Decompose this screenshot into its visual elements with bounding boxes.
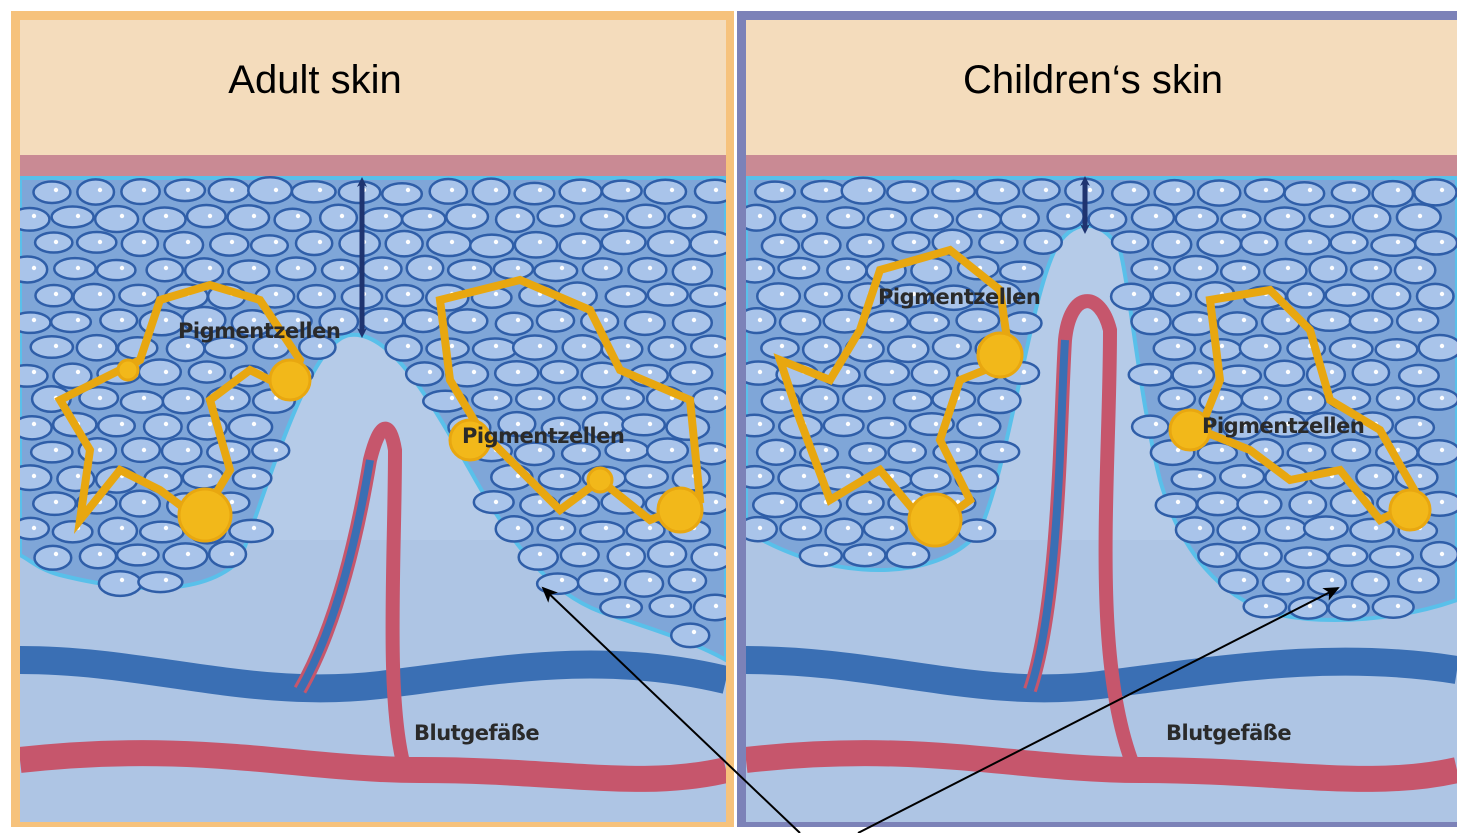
- children-pigment-label-1: Pigmentzellen: [878, 285, 1040, 309]
- adult-title: Adult skin: [228, 58, 401, 102]
- adult-pigment-label-1: Pigmentzellen: [178, 319, 340, 343]
- children-skin-panel: Pigmentzellen Pigmentzellen Blutgefäße C…: [735, 11, 1457, 827]
- adult-pigment-label-2: Pigmentzellen: [462, 424, 624, 448]
- children-vessel-label: Blutgefäße: [1166, 721, 1291, 745]
- adult-vessel-label: Blutgefäße: [414, 721, 539, 745]
- children-pigment-label-2: Pigmentzellen: [1202, 414, 1364, 438]
- children-title: Children‘s skin: [963, 58, 1223, 102]
- adult-skin-panel: Pigmentzellen Pigmentzellen Blutgefäße A…: [7, 11, 736, 827]
